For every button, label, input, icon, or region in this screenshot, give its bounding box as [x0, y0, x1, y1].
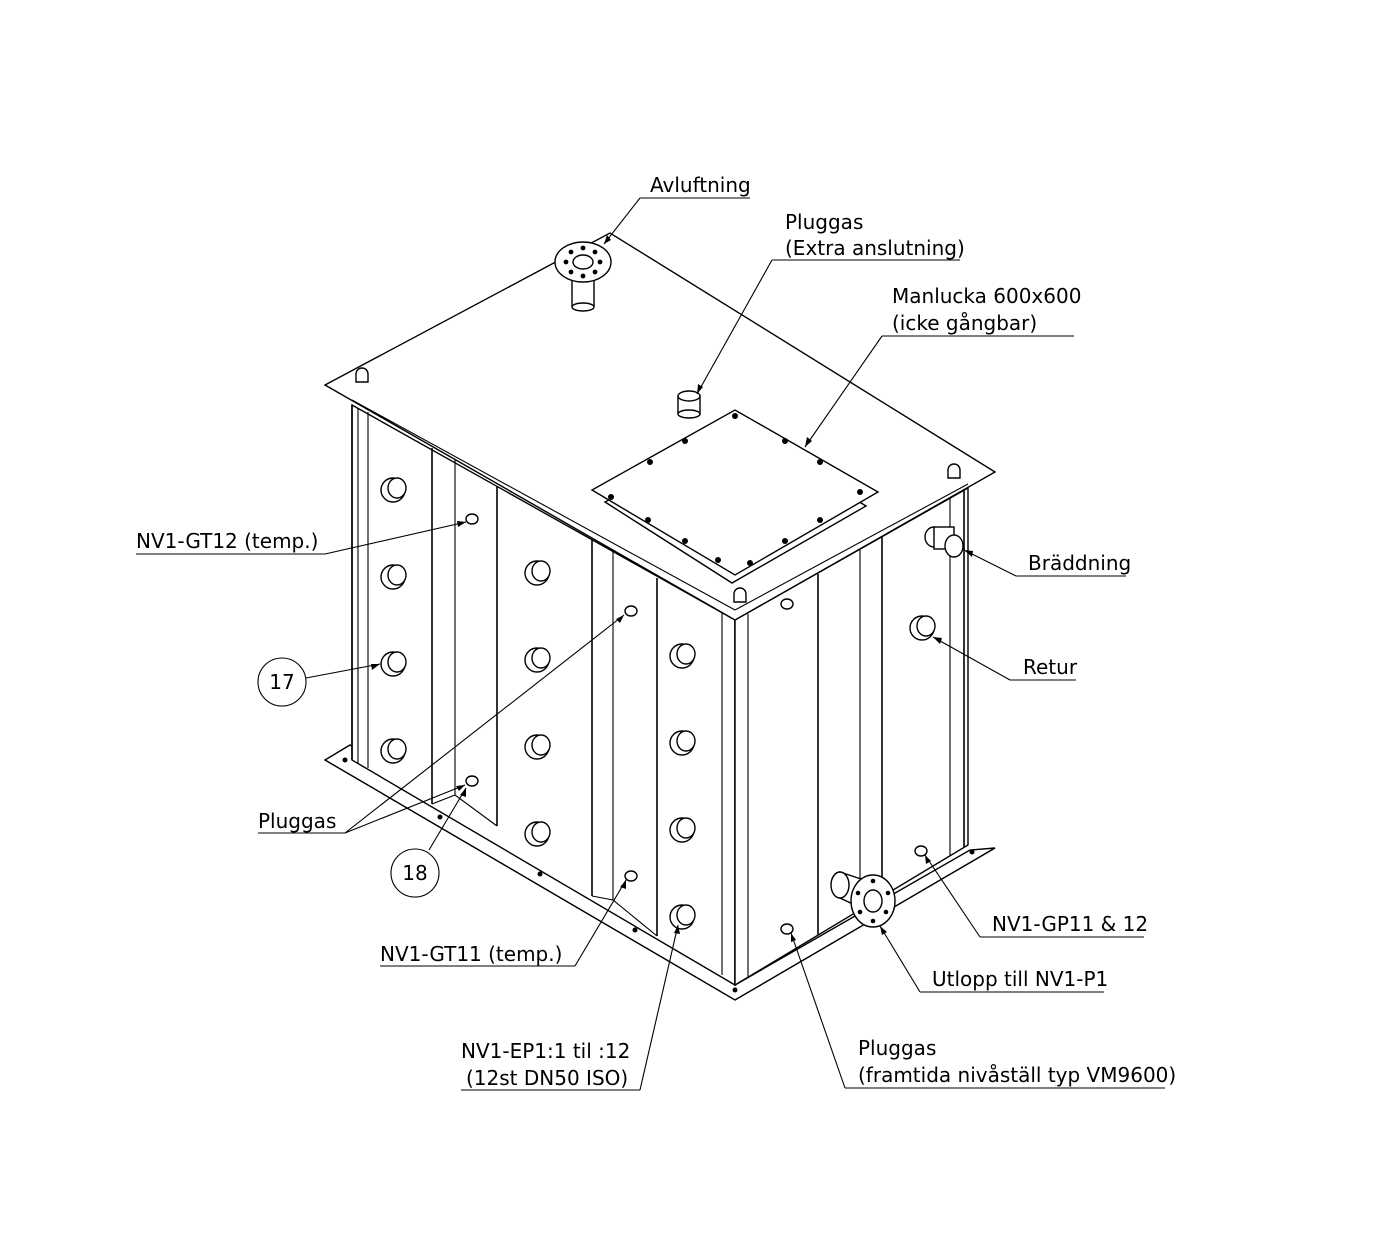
label-pluggas-bottom-1: Pluggas	[858, 1036, 936, 1060]
label-pluggas-extra-1: Pluggas	[785, 210, 863, 234]
balloon-17: 17	[257, 657, 307, 707]
label-ep1-2: (12st DN50 ISO)	[466, 1066, 628, 1090]
extra-connection-plug	[677, 390, 701, 419]
balloon-17-text: 17	[269, 670, 294, 694]
inlet-nozzles	[380, 477, 696, 930]
overflow-nozzle	[924, 526, 964, 558]
label-gp11: NV1-GP11 & 12	[992, 912, 1148, 936]
label-gt11: NV1-GT11 (temp.)	[380, 942, 562, 966]
return-nozzle	[909, 615, 936, 641]
label-ep1-1: NV1-EP1:1 til :12	[461, 1039, 630, 1063]
label-manlucka-1: Manlucka 600x600	[892, 284, 1081, 308]
label-braddning: Bräddning	[1028, 551, 1131, 575]
label-pluggas-left: Pluggas	[258, 809, 336, 833]
label-pluggas-extra-2: (Extra anslutning)	[785, 236, 965, 260]
label-gt12: NV1-GT12 (temp.)	[136, 529, 318, 553]
label-avluftning: Avluftning	[650, 173, 751, 197]
base-plate	[323, 744, 996, 1001]
label-retur: Retur	[1023, 655, 1078, 679]
label-pluggas-bottom-2: (framtida nivåställ typ VM9600)	[858, 1063, 1176, 1087]
label-manlucka-2: (icke gångbar)	[892, 311, 1037, 335]
label-utlopp: Utlopp till NV1-P1	[932, 967, 1108, 991]
manhole-cover	[590, 409, 880, 584]
vent-flange	[554, 241, 612, 312]
leader-lines	[136, 197, 1165, 1091]
balloon-18-text: 18	[402, 861, 427, 885]
balloon-18: 18	[390, 848, 440, 898]
sensor-sockets	[465, 513, 928, 935]
outlet-flange	[830, 871, 896, 928]
leader-arrowheads	[371, 235, 973, 942]
callout-labels: Avluftning Pluggas (Extra anslutning) Ma…	[136, 173, 1176, 1090]
tank-right-face	[734, 486, 969, 987]
